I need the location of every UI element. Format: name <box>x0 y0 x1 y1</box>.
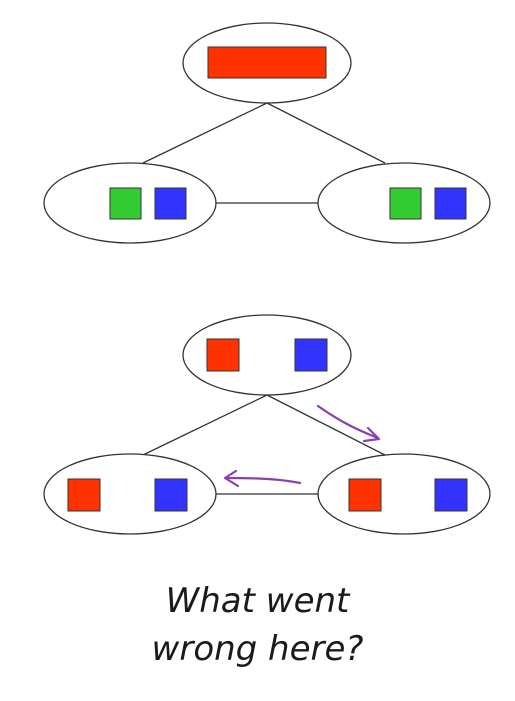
caption-line-2: wrong here? <box>151 629 364 669</box>
edge-top-right <box>266 102 386 164</box>
bottom-diagram <box>43 314 491 535</box>
blue-block <box>154 478 188 512</box>
red-block <box>67 478 101 512</box>
caption-line-1: What went <box>165 581 350 621</box>
green-block <box>109 187 142 220</box>
green-block <box>389 187 422 220</box>
red-block <box>348 478 382 512</box>
red-block <box>206 338 240 372</box>
edge-top-left <box>142 394 268 456</box>
blue-block <box>294 338 328 372</box>
wide-red-block <box>207 46 327 79</box>
top-diagram <box>43 22 491 244</box>
blue-block <box>154 187 187 220</box>
blue-block <box>434 187 467 220</box>
edge-top-right <box>266 394 386 456</box>
blue-block <box>434 478 468 512</box>
edge-top-left <box>142 102 268 164</box>
node-left <box>43 453 217 535</box>
node-top <box>182 314 352 396</box>
node-right <box>317 453 491 535</box>
annotation-arrow-left <box>223 469 302 488</box>
annotation-arrow-down-right <box>316 404 381 443</box>
